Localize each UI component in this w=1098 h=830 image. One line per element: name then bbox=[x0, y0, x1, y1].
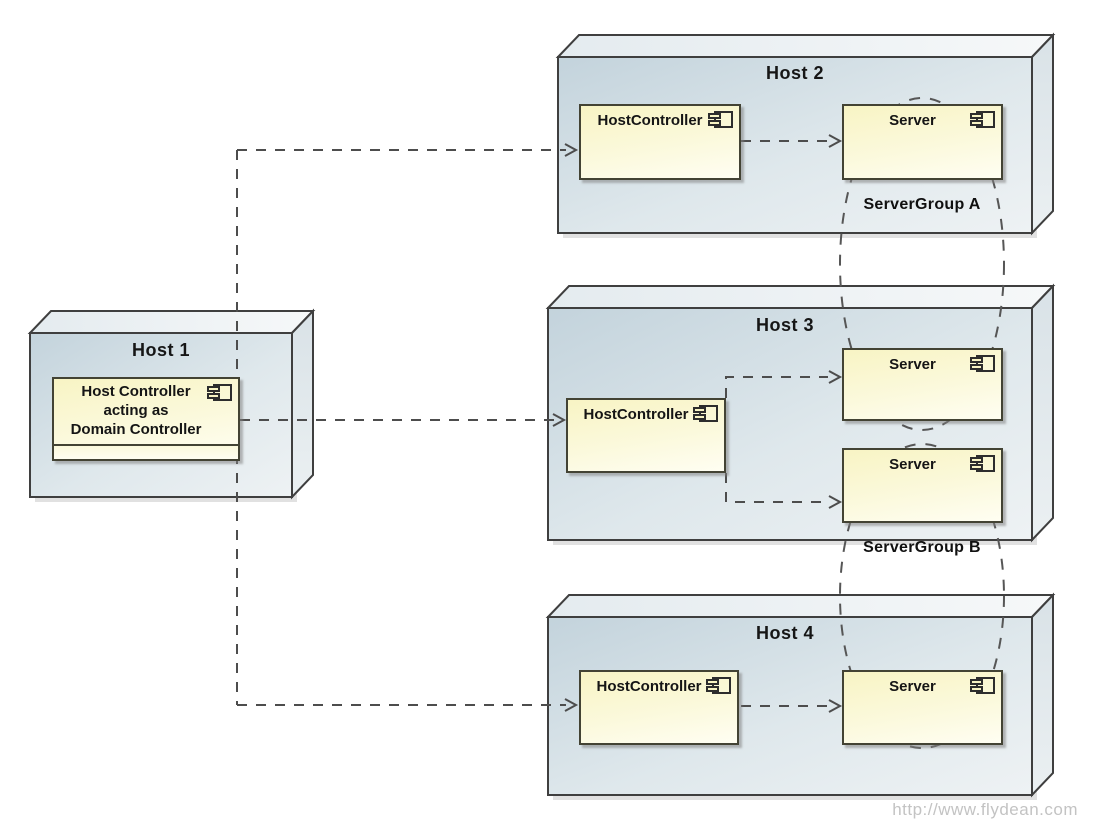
component-server1-host3: Server bbox=[842, 348, 1003, 421]
component-label: HostController bbox=[597, 112, 703, 129]
component-icon bbox=[693, 405, 718, 422]
component-icon bbox=[207, 384, 232, 401]
arrowhead-host3-server1 bbox=[828, 370, 843, 384]
component-label: HostController bbox=[583, 406, 689, 423]
component-icon bbox=[970, 111, 995, 128]
arrowhead-host3-server2 bbox=[828, 495, 843, 509]
arrowhead-host4-server bbox=[828, 699, 843, 713]
connector-host3-hc-to-server1 bbox=[725, 376, 828, 398]
arrowhead-host4-hc bbox=[564, 698, 579, 712]
arrowhead-host2-hc bbox=[564, 143, 579, 157]
component-hostcontroller-host2: HostController bbox=[579, 104, 741, 180]
component-icon bbox=[970, 355, 995, 372]
component-label: Server bbox=[889, 678, 936, 695]
component-footer-compartment bbox=[54, 444, 238, 459]
component-server2-host3: Server bbox=[842, 448, 1003, 523]
servergroup-a-ellipse bbox=[839, 97, 1005, 431]
host2-title: Host 2 bbox=[765, 63, 824, 83]
component-label: HostController bbox=[596, 678, 702, 695]
component-label: Server bbox=[889, 112, 936, 129]
arrowhead-host2-server bbox=[828, 134, 843, 148]
host1-title: Host 1 bbox=[131, 340, 190, 360]
component-domain-controller: Host Controller acting as Domain Control… bbox=[52, 377, 240, 461]
servergroup-b-ellipse bbox=[839, 443, 1005, 749]
connector-host3-hc-to-server2 bbox=[725, 473, 828, 503]
component-hostcontroller-host4: HostController bbox=[579, 670, 739, 745]
servergroup-b-label: ServerGroup B bbox=[863, 539, 981, 556]
component-icon bbox=[706, 677, 731, 694]
arrowhead-host3-hc bbox=[552, 413, 567, 427]
component-icon bbox=[708, 111, 733, 128]
component-label: Server bbox=[889, 356, 936, 373]
host3-title: Host 3 bbox=[755, 315, 814, 335]
watermark: http://www.flydean.com bbox=[892, 800, 1078, 819]
component-icon bbox=[970, 455, 995, 472]
host4-title: Host 4 bbox=[755, 623, 814, 643]
component-label: Server bbox=[889, 456, 936, 473]
component-hostcontroller-host3: HostController bbox=[566, 398, 726, 473]
component-server-host4: Server bbox=[842, 670, 1003, 745]
component-icon bbox=[970, 677, 995, 694]
component-server-host2: Server bbox=[842, 104, 1003, 180]
servergroup-a-label: ServerGroup A bbox=[863, 196, 981, 213]
component-label: Host Controller acting as Domain Control… bbox=[70, 383, 202, 438]
